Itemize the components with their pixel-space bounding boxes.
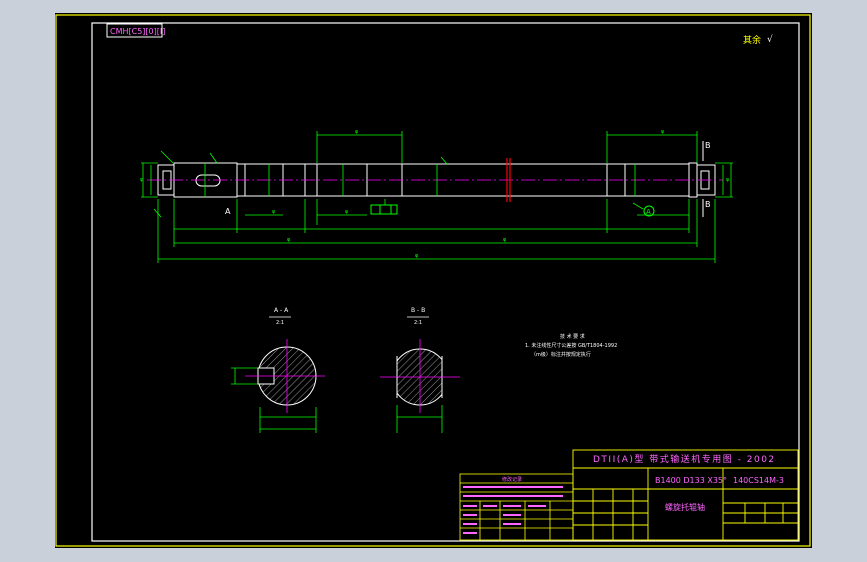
section-a-title: A - A <box>274 307 289 314</box>
revision-rows <box>463 486 563 534</box>
technical-requirements: 技 术 要 求 1. 未注线性尺寸公差按 GB/T1804-1992 （m级）标… <box>525 333 617 358</box>
revision-table <box>459 473 574 541</box>
drawing-canvas: CMH[C5][0][I] 其余 √ A B B A <box>55 14 811 547</box>
remainder-note: 其余 <box>743 34 761 46</box>
section-marker-a: A <box>225 207 231 216</box>
title-block-drawing-no: 140CS14M-3 <box>733 476 784 485</box>
tolerance-frame <box>370 204 398 215</box>
section-a-view: A - A 2:1 <box>231 307 325 433</box>
svg-text:φ: φ <box>355 129 359 135</box>
svg-text:φ: φ <box>345 209 349 215</box>
inner-frame <box>91 22 800 542</box>
svg-text:φ: φ <box>503 237 507 243</box>
title-block-title: DTII(A)型 带式输送机专用图 - 2002 <box>593 453 776 465</box>
tech-req-line-1: 1. 未注线性尺寸公差按 GB/T1804-1992 <box>525 342 617 349</box>
svg-text:φ: φ <box>661 129 665 135</box>
svg-text:φ: φ <box>272 209 276 215</box>
code-box <box>106 23 163 38</box>
datum-label: A <box>646 208 651 216</box>
section-a-scale: 2:1 <box>276 320 284 326</box>
section-b-view: B - B 2:1 <box>380 307 460 433</box>
revision-title: 修改记录 <box>502 476 522 483</box>
dimension-lines <box>141 131 733 263</box>
section-marker-b-bottom: B <box>705 200 711 209</box>
shaft-left-journal <box>173 162 238 198</box>
title-block <box>572 449 799 541</box>
section-marker-b-top: B <box>705 141 711 150</box>
keyway <box>195 174 221 187</box>
outer-frame <box>55 14 811 547</box>
tech-req-line-2: （m级）标注并按规定执行 <box>531 351 591 358</box>
svg-text:φ: φ <box>287 237 291 243</box>
datum-circle <box>643 205 655 217</box>
svg-text:φ: φ <box>140 177 144 183</box>
code-box-text: CMH[C5][0][I] <box>110 27 165 36</box>
dimension-texts: φ φ φ φ φ φ φ φ φ <box>140 129 730 259</box>
cad-viewport[interactable]: CMH[C5][0][I] 其余 √ A B B A <box>55 13 812 548</box>
title-block-spec: B1400 D133 X35° <box>655 476 727 485</box>
section-b-scale: 2:1 <box>414 320 422 326</box>
tech-req-title: 技 术 要 求 <box>560 333 585 340</box>
roughness-symbol: √ <box>767 34 773 45</box>
title-block-part-name: 螺旋托辊轴 <box>665 502 705 512</box>
svg-text:φ: φ <box>726 177 730 183</box>
section-b-title: B - B <box>411 307 425 314</box>
svg-text:φ: φ <box>415 253 419 259</box>
